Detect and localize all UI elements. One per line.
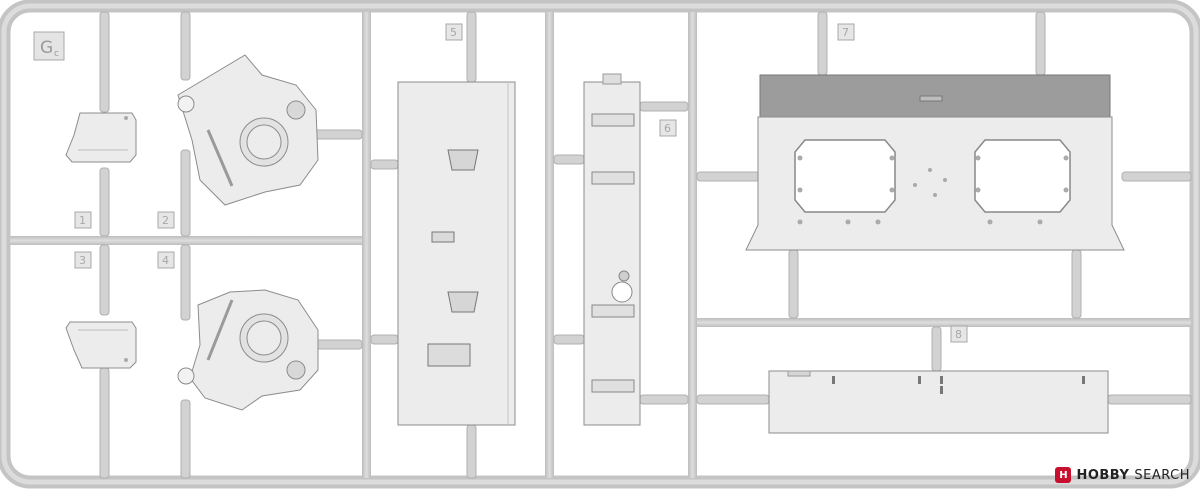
- watermark-brand: HOBBY: [1076, 467, 1130, 483]
- part-5: [397, 81, 516, 426]
- frame-code-sub: c: [54, 49, 59, 59]
- part-1: [65, 112, 137, 163]
- svg-text:3: 3: [79, 254, 86, 267]
- part-tag-4: 4: [157, 251, 175, 269]
- part-tag-8: 8: [950, 325, 968, 343]
- part-7: [745, 74, 1125, 251]
- part-tag-7: 7: [837, 23, 855, 41]
- part-tag-1: 1: [74, 211, 92, 229]
- part-tag-2: 2: [157, 211, 175, 229]
- hobbysearch-watermark: H HOBBY SEARCH: [1055, 467, 1190, 483]
- part-tag-5: 5: [445, 23, 463, 41]
- part-3: [65, 321, 137, 369]
- part-8: [768, 370, 1109, 434]
- part-6: [583, 73, 641, 426]
- part-4: [177, 289, 319, 411]
- part-tag-3: 3: [74, 251, 92, 269]
- part-tag-6: 6: [659, 119, 677, 137]
- sprue-runners: [10, 12, 1191, 478]
- watermark-word: SEARCH: [1134, 467, 1190, 483]
- sprue-gates: [99, 11, 1192, 479]
- svg-text:2: 2: [162, 214, 169, 227]
- hobbysearch-logo-icon: H: [1055, 467, 1072, 483]
- part-2: [177, 54, 319, 206]
- svg-text:8: 8: [955, 328, 962, 341]
- svg-text:1: 1: [79, 214, 86, 227]
- frame-code-letter: G: [40, 38, 53, 58]
- frame-code-tag: G c: [33, 31, 65, 61]
- svg-text:6: 6: [664, 122, 671, 135]
- part-number-tags: 1 2 3 4 5 6 7 8: [74, 23, 968, 343]
- svg-text:5: 5: [450, 26, 457, 39]
- svg-text:4: 4: [162, 254, 169, 267]
- svg-text:7: 7: [842, 26, 849, 39]
